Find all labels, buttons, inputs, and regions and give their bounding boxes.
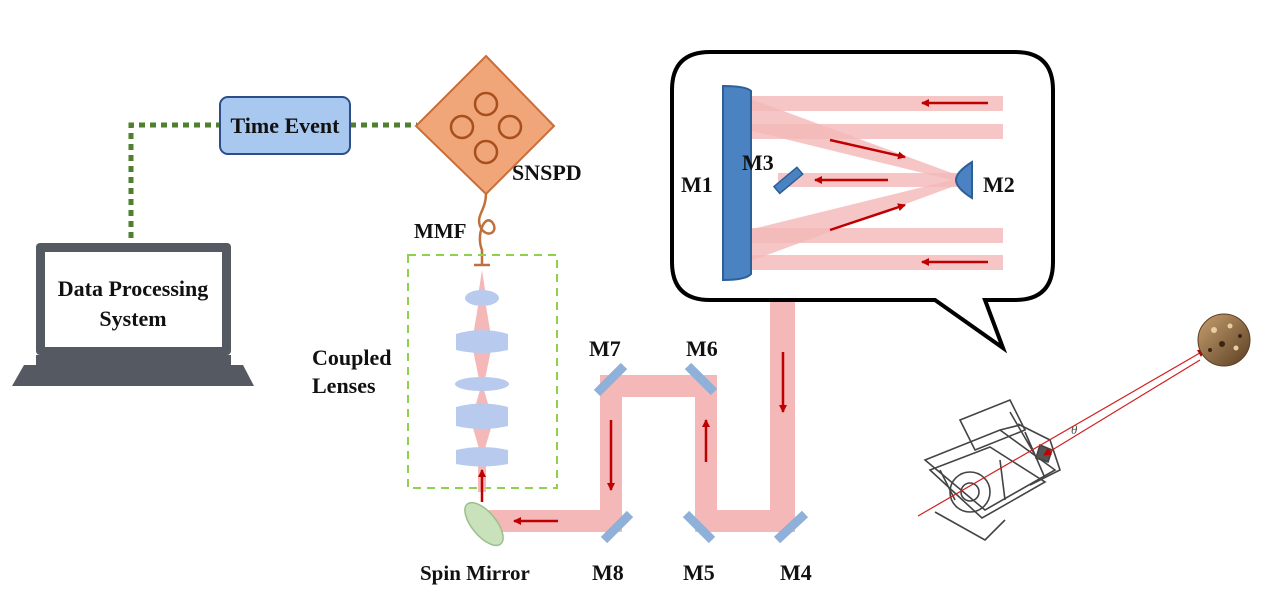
secondary-mirror-m2 (954, 160, 973, 200)
coupled-lenses-label-line2: Lenses (312, 373, 376, 398)
space-debris-target-icon (1197, 313, 1251, 367)
m1-label: M1 (681, 172, 713, 197)
multimode-fiber (474, 193, 496, 267)
relay-mirrors (593, 362, 809, 544)
snspd-label: SNSPD (512, 160, 582, 185)
m2-label: M2 (983, 172, 1015, 197)
primary-mirror-m1 (722, 84, 752, 282)
mirror-m8 (600, 510, 634, 544)
mirror-m5 (682, 510, 716, 544)
mirror-m4 (773, 510, 809, 544)
telescope-direction-arrows (814, 99, 988, 266)
telescope-beams (745, 96, 1003, 270)
m5-label: M5 (683, 560, 715, 585)
telescope-sketch-icon (923, 398, 1061, 541)
beam-direction-arrows (478, 352, 787, 525)
laser-lines (917, 349, 1206, 517)
m8-label: M8 (592, 560, 624, 585)
coupled-lenses-box (407, 254, 558, 489)
time-event-label: Time Event (231, 113, 341, 138)
spin-mirror-label: Spin Mirror (420, 561, 530, 585)
signal-line (128, 122, 417, 238)
laptop-icon (12, 243, 254, 386)
spin-mirror (464, 501, 504, 547)
m4-label: M4 (780, 560, 812, 585)
mirror-m7 (593, 362, 628, 397)
mmf-label: MMF (414, 219, 466, 243)
fold-mirror-m3 (772, 166, 804, 195)
lens-stack (455, 290, 509, 467)
data-processing-label-line1: Data Processing (58, 276, 209, 301)
m7-label: M7 (589, 336, 621, 361)
time-event-box (219, 96, 351, 155)
m6-label: M6 (686, 336, 718, 361)
theta-label: θ (1071, 422, 1078, 437)
data-processing-label-line2: System (99, 306, 166, 331)
coupled-lenses-label-line1: Coupled (312, 345, 391, 370)
m3-label: M3 (742, 150, 774, 175)
mirror-m6 (684, 362, 718, 396)
